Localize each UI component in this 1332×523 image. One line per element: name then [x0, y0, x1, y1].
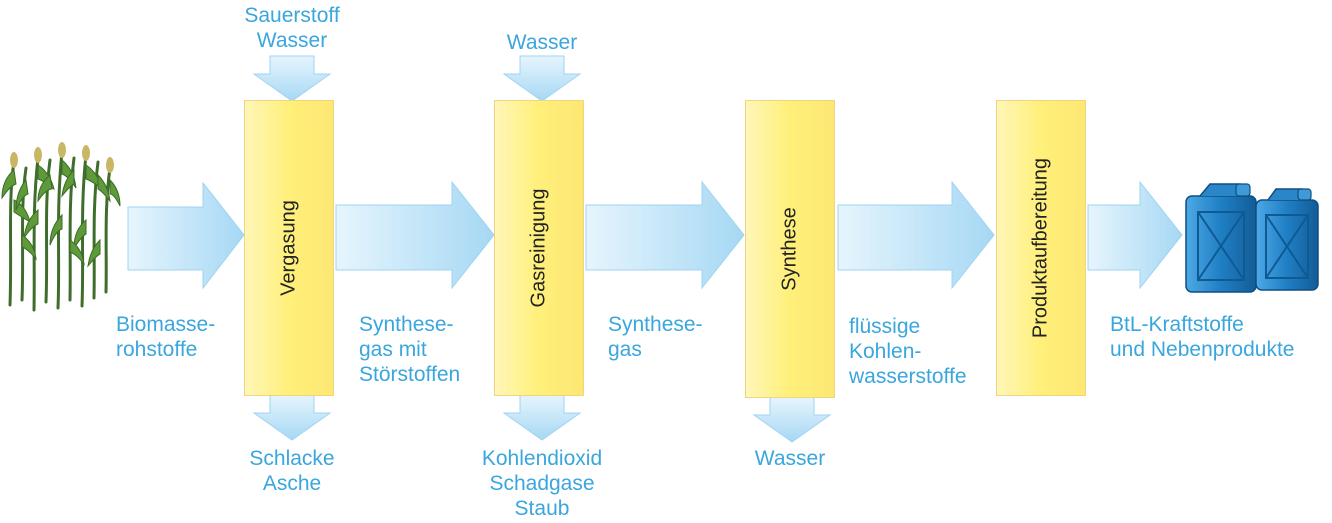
stage-gasreinigung: Gasreinigung	[494, 100, 584, 396]
input-arrow-gasreinigung	[502, 55, 582, 102]
flow-label-output: BtL-Kraftstoffe und Nebenprodukte	[1110, 313, 1295, 361]
flow-arrow-input	[127, 181, 245, 290]
flow-arrow-1	[335, 180, 495, 290]
stage-synthese: Synthese	[745, 100, 835, 398]
flow-label-after-synthese: flüssige Kohlen- wasserstoffe	[849, 315, 967, 388]
output-label-gasreinigung: Kohlendioxid Schadgase Staub	[481, 447, 603, 520]
flow-arrow-3	[837, 180, 995, 290]
flow-arrow-output	[1087, 180, 1183, 290]
flow-arrow-2	[585, 180, 745, 290]
stage-label: Vergasung	[277, 200, 300, 296]
flow-label-input: Biomasse- rohstoffe	[116, 313, 216, 361]
input-label-vergasung: Sauerstoff Wasser	[244, 4, 340, 52]
stage-produktaufbereitung: Produktaufbereitung	[996, 100, 1086, 396]
output-arrow-gasreinigung	[502, 394, 582, 441]
output-label-synthese: Wasser	[754, 447, 826, 470]
stage-label: Gasreinigung	[527, 188, 550, 308]
stage-label: Produktaufbereitung	[1029, 157, 1052, 339]
fuel-canister-icon	[1185, 183, 1319, 293]
stage-label: Synthese	[778, 207, 801, 291]
flow-label-after-gasreinigung: Synthese- gas	[608, 313, 703, 361]
plant-icon	[1, 142, 121, 312]
input-arrow-vergasung	[252, 55, 332, 102]
input-label-gasreinigung: Wasser	[506, 31, 578, 54]
flow-label-after-vergasung: Synthese- gas mit Störstoffen	[359, 313, 461, 386]
output-arrow-synthese	[752, 396, 832, 443]
output-arrow-vergasung	[252, 394, 332, 441]
stage-vergasung: Vergasung	[244, 100, 334, 396]
output-label-vergasung: Schlacke Asche	[249, 447, 335, 495]
